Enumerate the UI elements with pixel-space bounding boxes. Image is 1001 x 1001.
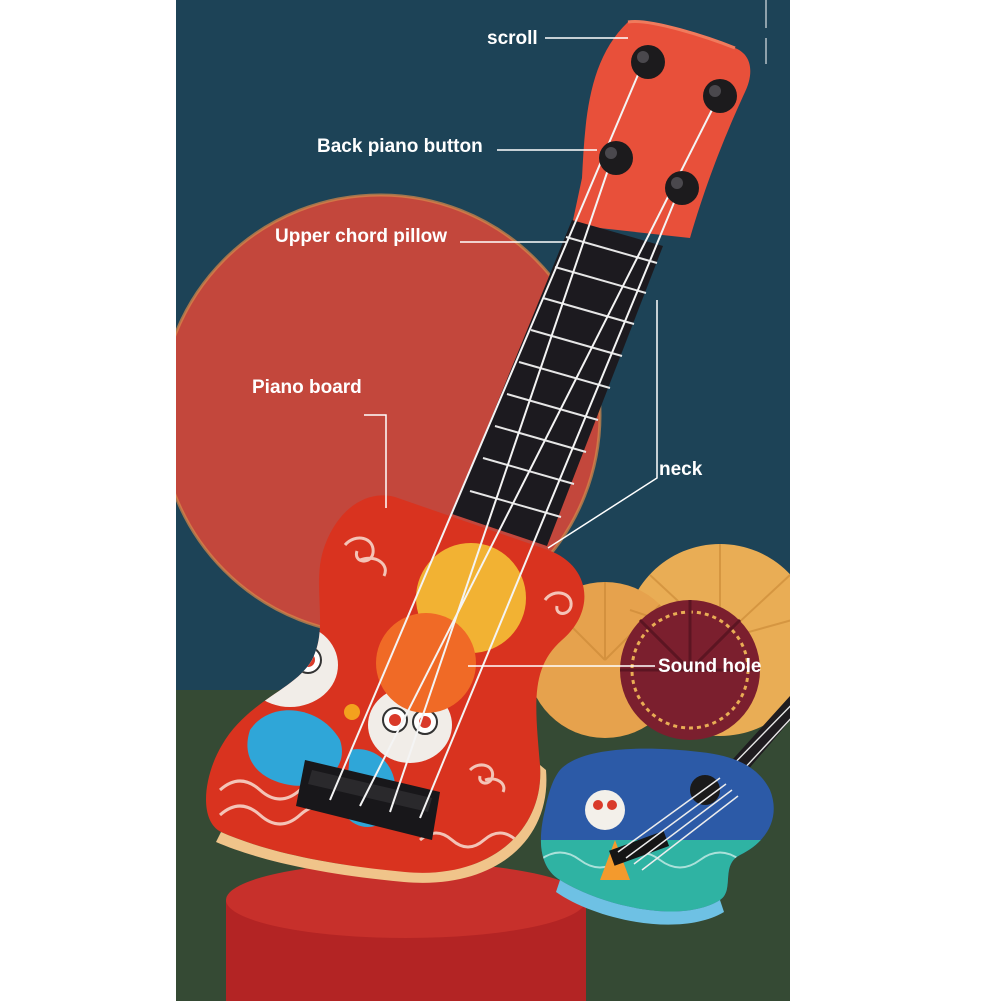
callout-lines — [364, 37, 658, 667]
red-ukulele — [206, 19, 751, 883]
label-neck: neck — [659, 459, 703, 480]
sound-hole-inner — [376, 613, 476, 713]
blue-ukulele — [540, 696, 790, 925]
label-back-piano-button: Back piano button — [317, 136, 483, 157]
label-sound-hole: Sound hole — [658, 656, 762, 677]
headstock — [572, 21, 751, 238]
label-upper-chord-pillow: Upper chord pillow — [275, 226, 448, 247]
tuning-pegs — [599, 45, 737, 205]
strings — [329, 69, 719, 819]
cloud-pattern — [218, 536, 573, 849]
label-piano-board: Piano board — [252, 377, 362, 398]
pedestal — [226, 862, 586, 1001]
label-scroll: scroll — [487, 28, 538, 49]
